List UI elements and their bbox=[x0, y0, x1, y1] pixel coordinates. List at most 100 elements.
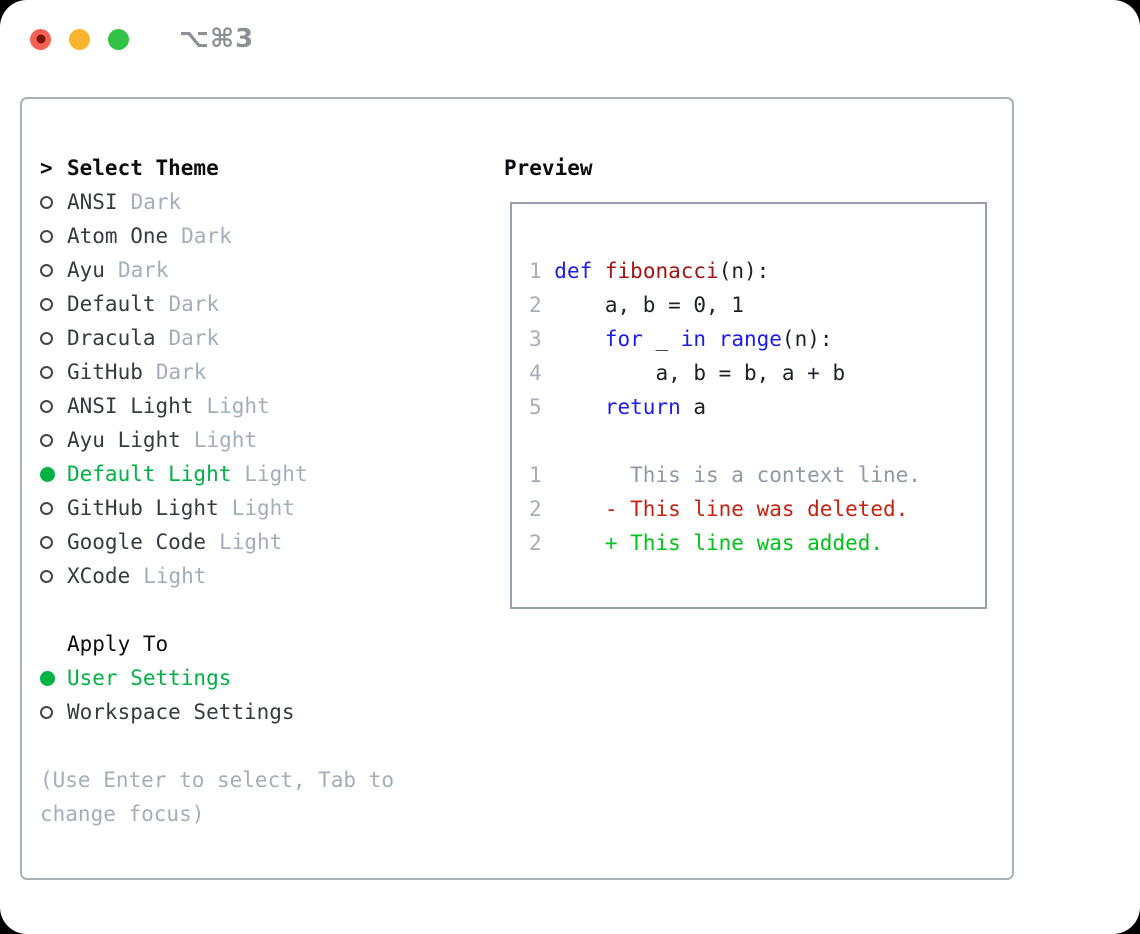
theme-variant-tag: Dark bbox=[130, 190, 182, 214]
code-token bbox=[554, 395, 605, 419]
radio-icon bbox=[40, 263, 67, 277]
code-line: 2 + This line was added. bbox=[529, 526, 985, 560]
code-line: 1 This is a context line. bbox=[529, 458, 985, 492]
selected-radio-icon bbox=[40, 466, 67, 482]
radio-circle bbox=[40, 705, 53, 719]
code-line: 2 a, b = 0, 1 bbox=[529, 288, 985, 322]
code-token: 1 bbox=[529, 259, 555, 283]
radio-circle bbox=[40, 466, 55, 482]
theme-name: Dracula bbox=[67, 326, 156, 350]
code-token: 1 bbox=[529, 463, 555, 487]
section-gap bbox=[40, 729, 460, 763]
code-token: return bbox=[604, 395, 681, 419]
select-theme-heading: > Select Theme bbox=[40, 151, 460, 185]
theme-option-ayu-light[interactable]: Ayu Light Light bbox=[40, 423, 460, 457]
code-token: def bbox=[554, 259, 593, 283]
code-token: (n): bbox=[781, 327, 833, 351]
radio-icon bbox=[40, 195, 67, 209]
theme-name: Atom One bbox=[67, 224, 169, 248]
theme-name: ANSI Light bbox=[67, 394, 194, 418]
code-token: 4 bbox=[529, 361, 555, 385]
code-token: a bbox=[680, 395, 707, 419]
theme-name: Google Code bbox=[67, 530, 207, 554]
code-token: This is a context line. bbox=[554, 463, 921, 487]
radio-icon bbox=[40, 535, 67, 549]
radio-circle bbox=[40, 670, 55, 686]
apply-option-label: Workspace Settings bbox=[67, 700, 295, 724]
radio-icon bbox=[40, 365, 67, 379]
theme-variant-tag: Dark bbox=[155, 360, 207, 384]
radio-icon bbox=[40, 569, 67, 583]
radio-icon bbox=[40, 229, 67, 243]
theme-name: Ayu Light bbox=[67, 428, 181, 452]
apply-option-workspace-settings[interactable]: Workspace Settings bbox=[40, 695, 460, 729]
theme-name: GitHub Light bbox=[67, 496, 219, 520]
apply-to-title: Apply To bbox=[67, 632, 169, 656]
theme-name: XCode bbox=[67, 564, 131, 588]
code-line: 2 - This line was deleted. bbox=[529, 492, 985, 526]
window-title: ⌥⌘3 bbox=[179, 24, 255, 54]
radio-icon bbox=[40, 297, 67, 311]
theme-option-xcode[interactable]: XCode Light bbox=[40, 559, 460, 593]
theme-variant-tag: Light bbox=[193, 428, 258, 452]
code-token: _ bbox=[642, 327, 681, 351]
theme-variant-tag: Dark bbox=[168, 326, 220, 350]
radio-circle bbox=[40, 501, 53, 515]
code-token: 3 bbox=[529, 327, 555, 351]
radio-icon bbox=[40, 331, 67, 345]
radio-circle bbox=[40, 297, 53, 311]
radio-circle bbox=[40, 229, 53, 243]
theme-name: ANSI bbox=[67, 190, 118, 214]
theme-variant-tag: Dark bbox=[181, 224, 232, 248]
close-button[interactable] bbox=[30, 28, 51, 50]
code-token bbox=[554, 497, 605, 521]
theme-option-dracula[interactable]: Dracula Dark bbox=[40, 321, 460, 355]
theme-option-ansi[interactable]: ANSI Dark bbox=[40, 185, 460, 219]
theme-option-default[interactable]: Default Dark bbox=[40, 287, 460, 321]
radio-icon bbox=[40, 399, 67, 413]
code-token: in bbox=[680, 327, 707, 351]
focus-caret-icon: > bbox=[40, 156, 53, 180]
code-token: (n): bbox=[718, 259, 770, 283]
code-token: range bbox=[718, 327, 782, 351]
code-token: 2 bbox=[529, 497, 555, 521]
theme-name: Default bbox=[67, 292, 156, 316]
radio-circle bbox=[40, 399, 53, 413]
code-line: 3 for _ in range(n): bbox=[529, 322, 985, 356]
code-token bbox=[592, 259, 605, 283]
apply-option-label: User Settings bbox=[67, 666, 232, 690]
theme-option-atom-one[interactable]: Atom One Dark bbox=[40, 219, 460, 253]
theme-variant-tag: Light bbox=[231, 496, 295, 520]
radio-circle bbox=[40, 569, 53, 583]
theme-variant-tag: Light bbox=[143, 564, 207, 588]
radio-circle bbox=[40, 263, 53, 277]
code-token: a, b = b, a + b bbox=[554, 361, 846, 385]
apply-option-user-settings[interactable]: User Settings bbox=[40, 661, 460, 695]
zoom-button[interactable] bbox=[108, 28, 129, 50]
theme-variant-tag: Light bbox=[244, 462, 308, 486]
preview-title: Preview bbox=[504, 156, 593, 180]
code-token: 5 bbox=[529, 395, 555, 419]
keyboard-hint: (Use Enter to select, Tab to change focu… bbox=[40, 768, 395, 826]
radio-circle bbox=[40, 433, 53, 447]
code-line: 5 return a bbox=[529, 390, 985, 424]
code-token bbox=[706, 327, 719, 351]
minimize-button[interactable] bbox=[69, 28, 90, 50]
theme-option-github-light[interactable]: GitHub Light Light bbox=[40, 491, 460, 525]
theme-option-google-code[interactable]: Google Code Light bbox=[40, 525, 460, 559]
code-token: a, b = 0, 1 bbox=[554, 293, 744, 317]
theme-variant-tag: Dark bbox=[168, 292, 220, 316]
select-theme-title: Select Theme bbox=[67, 156, 219, 180]
radio-circle bbox=[40, 195, 53, 209]
radio-icon bbox=[40, 705, 67, 719]
theme-variant-tag: Light bbox=[219, 530, 283, 554]
